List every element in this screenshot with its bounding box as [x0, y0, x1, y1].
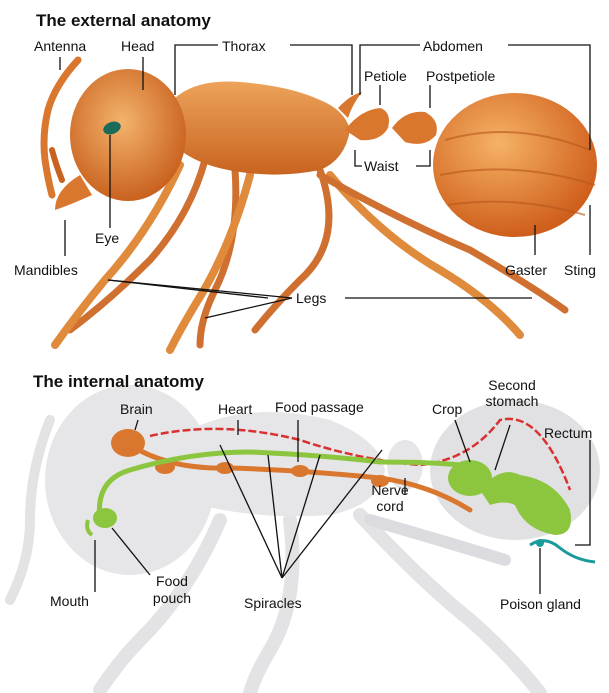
label-rectum: Rectum	[544, 425, 592, 441]
internal-title: The internal anatomy	[33, 372, 204, 392]
gaster	[433, 93, 597, 237]
postpetiole	[392, 112, 437, 144]
label-second-stomach-line2: stomach	[482, 393, 542, 409]
label-sting: Sting	[564, 262, 596, 278]
label-food-pouch-line1: Food	[147, 573, 197, 589]
label-antenna: Antenna	[34, 38, 86, 54]
external-ant	[44, 60, 597, 350]
external-title: The external anatomy	[36, 11, 211, 31]
label-brain: Brain	[120, 401, 153, 417]
label-food-passage: Food passage	[275, 399, 364, 415]
brain	[111, 429, 145, 457]
label-nerve-cord-line2: cord	[367, 498, 413, 514]
label-thorax: Thorax	[222, 38, 266, 54]
label-spiracles: Spiracles	[244, 595, 302, 611]
food-pouch	[93, 508, 117, 528]
head	[70, 69, 186, 201]
label-head: Head	[121, 38, 154, 54]
label-mandibles: Mandibles	[14, 262, 78, 278]
internal-ant-silhouette	[10, 385, 600, 693]
label-mouth: Mouth	[50, 593, 89, 609]
thorax	[165, 82, 350, 175]
label-gaster: Gaster	[505, 262, 547, 278]
petiole	[345, 108, 389, 140]
label-poison-gland: Poison gland	[500, 596, 581, 612]
label-crop: Crop	[432, 401, 462, 417]
label-abdomen: Abdomen	[423, 38, 483, 54]
label-legs: Legs	[296, 290, 326, 306]
label-petiole: Petiole	[364, 68, 407, 84]
label-heart: Heart	[218, 401, 252, 417]
label-food-pouch-line2: pouch	[147, 590, 197, 606]
label-nerve-cord-line1: Nerve	[367, 482, 413, 498]
label-second-stomach-line1: Second	[482, 377, 542, 393]
label-waist: Waist	[364, 158, 398, 174]
leg	[255, 170, 329, 330]
label-eye: Eye	[95, 230, 119, 246]
label-postpetiole: Postpetiole	[426, 68, 495, 84]
